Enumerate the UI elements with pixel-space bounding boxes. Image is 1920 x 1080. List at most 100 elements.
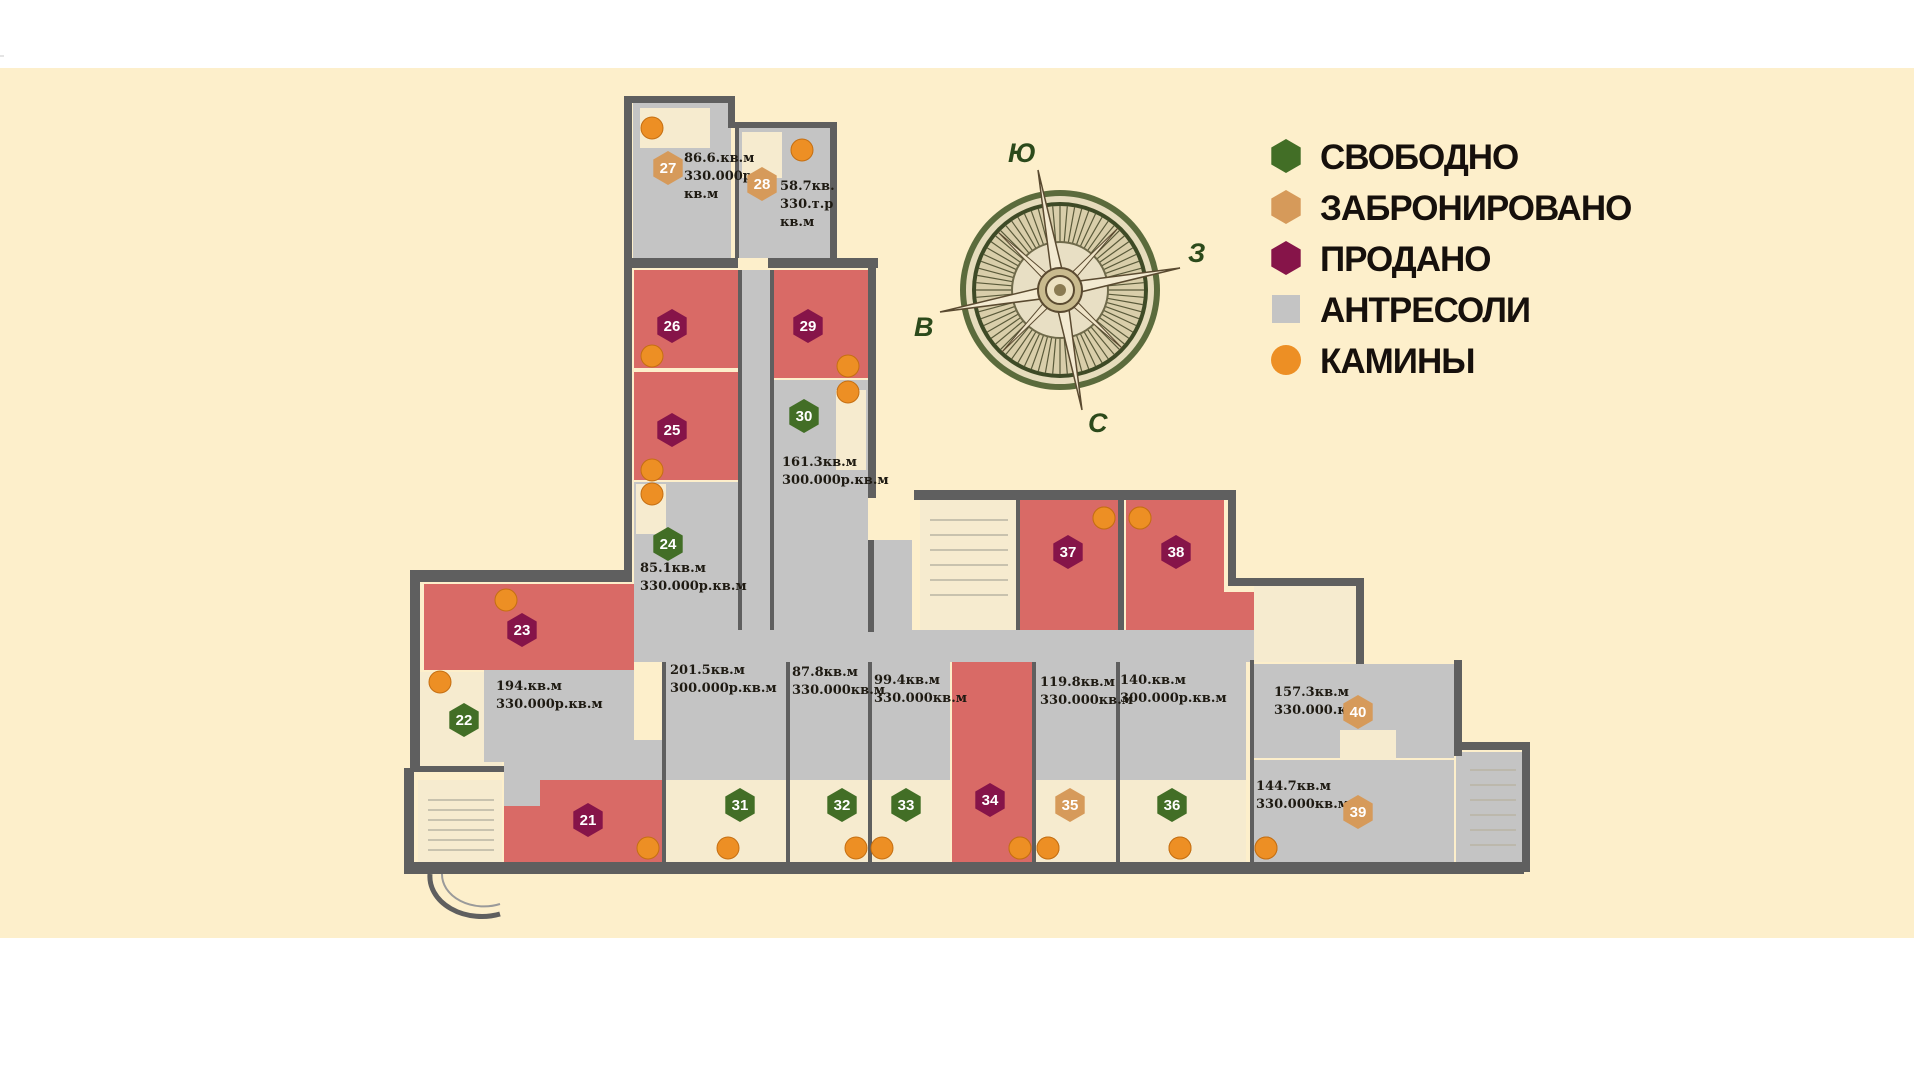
room-30-light <box>836 390 866 470</box>
legend-item-sold: ПРОДАНО <box>1271 240 1492 279</box>
wall <box>624 96 632 264</box>
hexagon-icon <box>789 399 819 433</box>
room-32[interactable] <box>790 662 868 780</box>
wall <box>1032 662 1036 862</box>
fireplace-icon <box>844 836 868 860</box>
circle-swatch-icon <box>1271 345 1301 375</box>
unit-area-price-label: 330.000р <box>684 169 752 184</box>
fireplace-icon <box>836 354 860 378</box>
room-33[interactable] <box>872 662 950 780</box>
hexagon-icon <box>891 788 921 822</box>
room-34[interactable] <box>952 662 1032 866</box>
compass-label-west: З <box>1188 238 1205 268</box>
unit-area-price-label: 330.000кв.м <box>874 691 967 706</box>
unit-number: 27 <box>660 160 677 177</box>
unit-badge-34[interactable]: 34 <box>975 783 1005 817</box>
legend-label: ПРОДАНО <box>1320 240 1491 279</box>
wall <box>1250 660 1254 866</box>
corridor-main <box>634 630 1262 662</box>
unit-badge-29[interactable]: 29 <box>793 309 823 343</box>
legend-item-fireplace: КАМИНЫ <box>1271 342 1476 381</box>
unit-number: 40 <box>1350 704 1367 721</box>
unit-badge-39[interactable]: 39 <box>1343 795 1373 829</box>
wall <box>1522 742 1530 872</box>
room-35[interactable] <box>1036 662 1116 780</box>
hexagon-icon <box>1343 795 1373 829</box>
rotunda-steps <box>427 873 501 919</box>
unit-badge-30[interactable]: 30 <box>789 399 819 433</box>
wall <box>768 258 878 268</box>
unit-number: 38 <box>1168 544 1185 561</box>
unit-area-price-label: 330.000кв.м <box>1040 693 1133 708</box>
unit-badge-23[interactable]: 23 <box>507 613 537 647</box>
unit-badge-24[interactable]: 24 <box>653 527 683 561</box>
hexagon-icon <box>725 788 755 822</box>
wall <box>770 270 774 630</box>
room-40-light <box>1340 730 1396 760</box>
stair-left <box>418 780 502 866</box>
unit-badge-32[interactable]: 32 <box>827 788 857 822</box>
hexagon-icon <box>653 527 683 561</box>
unit-badge-27[interactable]: 27 <box>653 151 683 185</box>
fireplace-icon <box>640 482 664 506</box>
unit-area-price-label: кв.м <box>780 215 814 230</box>
unit-area-price-label: 330.000р.кв.м <box>640 579 747 594</box>
hexagon-icon <box>1055 788 1085 822</box>
unit-badge-26[interactable]: 26 <box>657 309 687 343</box>
corridor-left <box>504 740 664 780</box>
unit-badge-38[interactable]: 38 <box>1161 535 1191 569</box>
hexagon-icon <box>747 167 777 201</box>
unit-badge-21[interactable]: 21 <box>573 803 603 837</box>
unit-number: 29 <box>800 318 817 335</box>
stair-right <box>1456 752 1526 866</box>
unit-area-price-label: 161.3кв.м <box>782 455 857 470</box>
unit-badge-36[interactable]: 36 <box>1157 788 1187 822</box>
unit-area-price-label: 300.000р.кв.м <box>1120 691 1227 706</box>
wall <box>1016 500 1020 630</box>
unit-number: 39 <box>1350 804 1367 821</box>
fireplace-icon <box>1036 836 1060 860</box>
rotunda-steps-inner <box>440 873 501 908</box>
hexagon-icon <box>1271 139 1301 173</box>
unit-number: 35 <box>1062 797 1079 814</box>
unit-area-price-label: 157.3кв.м <box>1274 685 1349 700</box>
unit-badge-33[interactable]: 33 <box>891 788 921 822</box>
unit-badge-35[interactable]: 35 <box>1055 788 1085 822</box>
fireplaces-layer <box>428 116 1278 860</box>
unit-badge-37[interactable]: 37 <box>1053 535 1083 569</box>
legend-item-free: СВОБОДНО <box>1271 138 1519 177</box>
unit-area-price-label: 300.000р.кв.м <box>670 681 777 696</box>
hexagon-icon <box>1271 241 1301 275</box>
wall <box>728 96 735 128</box>
unit-number: 36 <box>1164 797 1181 814</box>
fireplace-icon <box>1008 836 1032 860</box>
stair-hatch <box>428 519 1516 851</box>
wall <box>738 270 742 630</box>
unit-badge-22[interactable]: 22 <box>449 703 479 737</box>
fireplace-icon <box>494 588 518 612</box>
wall <box>868 258 876 498</box>
wall <box>1116 662 1120 862</box>
hexagon-icon <box>657 413 687 447</box>
unit-area-price-label: кв.м <box>684 187 718 202</box>
fireplace-icon <box>636 836 660 860</box>
wall <box>1228 578 1358 586</box>
unit-area-price-label: 144.7кв.м <box>1256 779 1331 794</box>
compass-label-north: С <box>1088 408 1108 438</box>
unit-number: 32 <box>834 797 851 814</box>
legend-label: КАМИНЫ <box>1320 342 1475 381</box>
unit-area-price-label: 330.000кв.м <box>792 683 885 698</box>
wall <box>1228 490 1236 586</box>
unit-badge-28[interactable]: 28 <box>747 167 777 201</box>
fireplace-icon <box>716 836 740 860</box>
room-31[interactable] <box>664 662 786 780</box>
compass-label-south: Ю <box>1008 138 1036 168</box>
unit-area-price-label: 86.6.кв.м <box>684 151 754 166</box>
unit-badge-40[interactable]: 40 <box>1343 695 1373 729</box>
unit-badge-25[interactable]: 25 <box>657 413 687 447</box>
unit-badge-31[interactable]: 31 <box>725 788 755 822</box>
corridor-upper <box>742 270 770 630</box>
wall <box>662 662 666 862</box>
room-36[interactable] <box>1118 662 1246 780</box>
fireplace-icon <box>640 458 664 482</box>
